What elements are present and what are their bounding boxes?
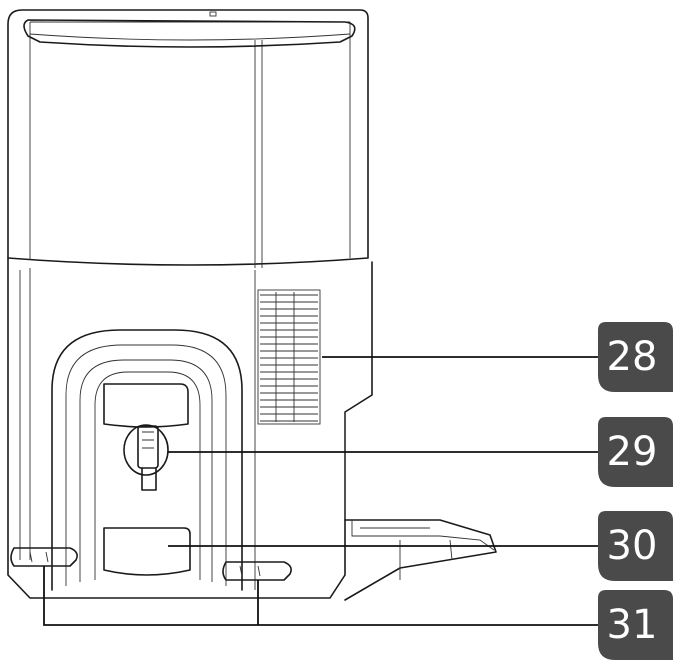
base-tower <box>7 257 373 599</box>
callout-29-label: 29 <box>607 429 658 475</box>
vent-frame <box>257 289 321 425</box>
callout-30: 30 <box>598 511 673 581</box>
foot-pad-left <box>10 547 78 567</box>
callout-28-label: 28 <box>607 334 658 380</box>
callout-31: 31 <box>598 590 673 660</box>
callout-30-label: 30 <box>607 523 658 569</box>
leader-31 <box>43 566 600 626</box>
bin-lid <box>23 19 356 48</box>
upper-flap <box>103 383 189 428</box>
callout-29: 29 <box>598 417 673 487</box>
lower-panel <box>103 527 191 576</box>
leader-lines <box>43 356 600 626</box>
evacuation-port <box>123 424 169 491</box>
foot-pad-right <box>222 561 292 581</box>
docking-ramp <box>344 519 497 601</box>
dust-bin-housing <box>7 9 369 268</box>
callout-31-label: 31 <box>607 602 658 648</box>
callout-28: 28 <box>598 322 673 392</box>
air-vent-grille <box>257 289 321 425</box>
arched-recess <box>51 329 243 591</box>
